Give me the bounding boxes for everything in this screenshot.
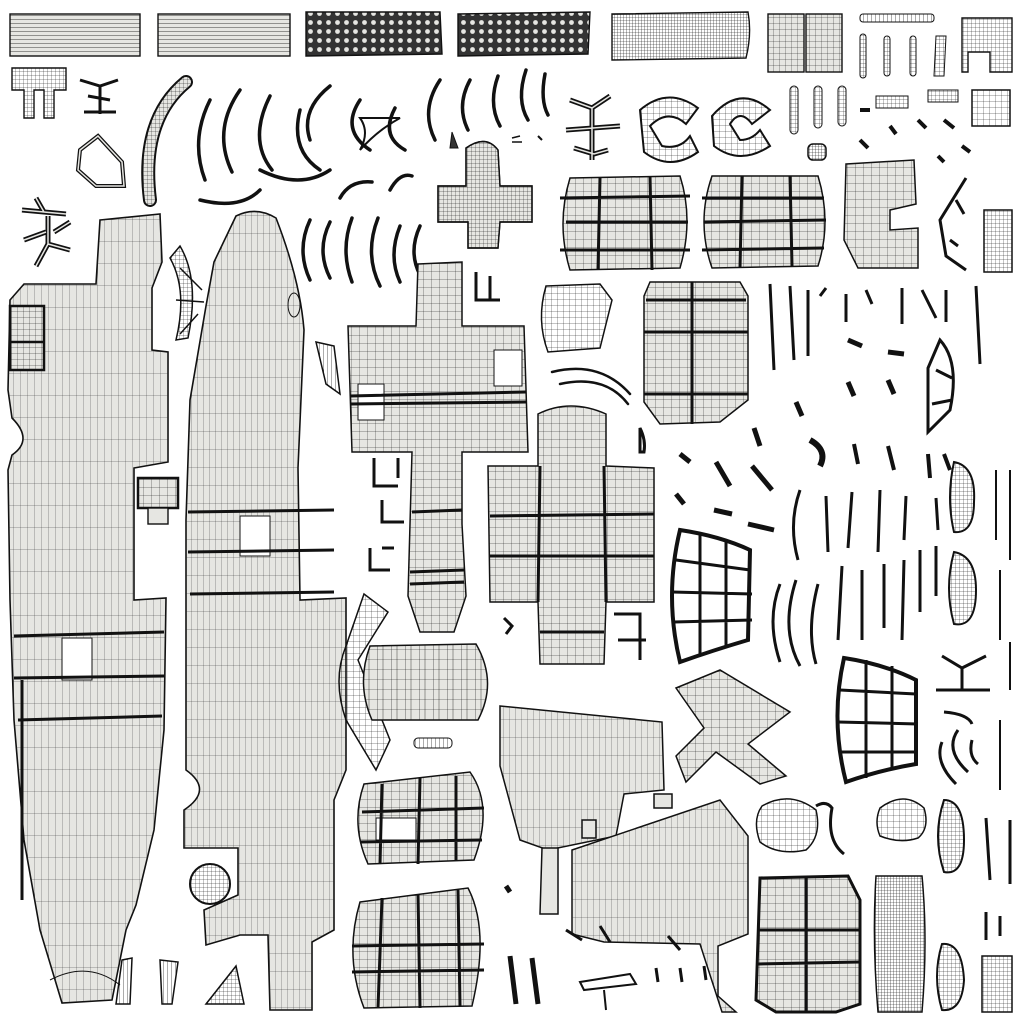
fan-grid-islands	[670, 527, 919, 785]
small-parts-islands-right	[115, 33, 1013, 1014]
bulkhead-islands	[437, 93, 772, 249]
wing-cross-island	[487, 405, 655, 665]
cabin-rounded-islands	[540, 159, 919, 425]
center-panel-cross-island	[347, 261, 529, 633]
fuselage-left-island	[7, 213, 169, 1004]
tail-sheet-islands	[499, 669, 792, 1013]
small-detail-islands-left	[8, 78, 341, 525]
rib-strip-islands	[141, 68, 632, 406]
strip-islands-top	[9, 11, 1013, 119]
nacelle-islands	[338, 592, 489, 1009]
fuselage-right-island	[183, 210, 347, 1011]
